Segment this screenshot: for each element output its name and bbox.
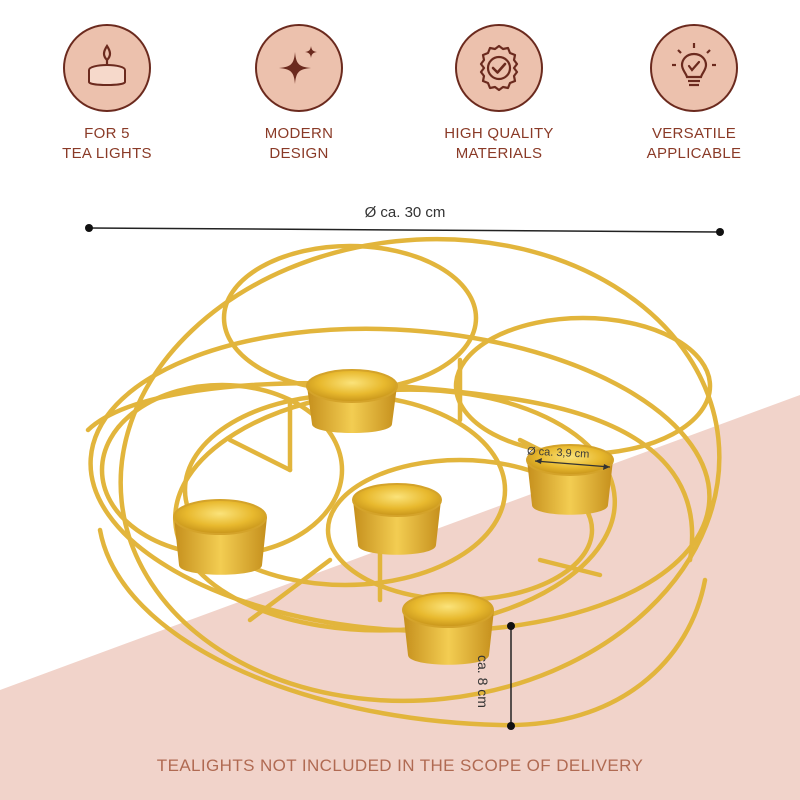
feature-label: FOR 5 TEA LIGHTS (62, 125, 152, 162)
feature-row: FOR 5 TEA LIGHTS MODERN DESIGN HIGH QUAL… (0, 24, 800, 174)
feature-design: MODERN DESIGN (209, 24, 389, 164)
feature-materials: HIGH QUALITY MATERIALS (409, 24, 589, 164)
feature-label: VERSATILE APPLICABLE (646, 125, 742, 162)
height-dimension-line (507, 622, 515, 730)
tealight-cup (173, 499, 267, 575)
feature-tealights: FOR 5 TEA LIGHTS (17, 24, 197, 164)
tealight-cup (306, 369, 398, 433)
tealight-diameter-arrow (534, 458, 611, 470)
tealight-cup (402, 592, 494, 665)
diameter-dimension-line (85, 224, 724, 236)
tealight-cup (526, 444, 614, 515)
feature-label: MODERN DESIGN (264, 125, 334, 162)
lightbulb-icon (650, 24, 738, 112)
tealight-icon (63, 24, 151, 112)
feature-versatile: VERSATILE APPLICABLE (604, 24, 784, 164)
sparkle-icon (255, 24, 343, 112)
quality-seal-icon (455, 24, 543, 112)
delivery-notice: TEALIGHTS NOT INCLUDED IN THE SCOPE OF D… (156, 756, 644, 775)
height-label: ca. 8 cm (475, 655, 491, 708)
feature-label: HIGH QUALITY MATERIALS (444, 125, 554, 162)
tealight-cup (352, 483, 442, 555)
diameter-label: Ø ca. 30 cm (364, 204, 446, 221)
